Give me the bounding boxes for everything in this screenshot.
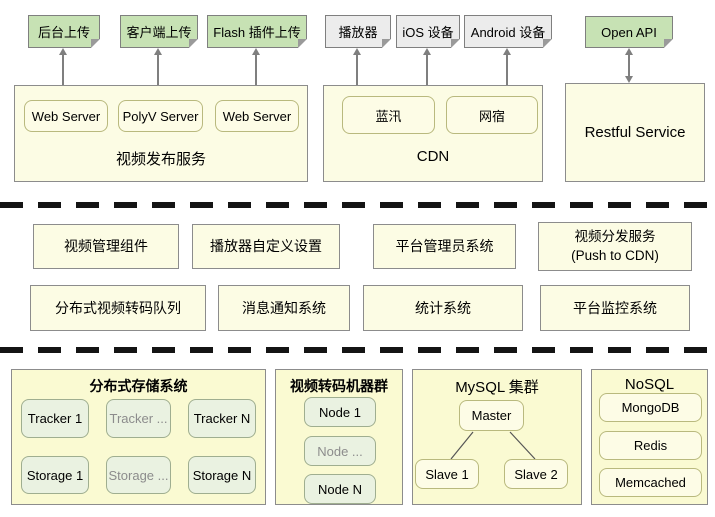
node-player: 播放器 [325, 15, 391, 48]
node-storage-ellipsis: Storage ... [106, 456, 171, 494]
node-label: iOS 设备 [402, 25, 454, 40]
node-mysql-master: Master [459, 400, 524, 431]
group-title: 分布式存储系统 [89, 378, 188, 394]
node-open-api: Open API [585, 16, 673, 48]
node-polyv-server: PolyV Server [118, 100, 203, 132]
node-flash-plugin-upload: Flash 插件上传 [207, 15, 307, 48]
node-tracker-n: Tracker N [188, 399, 256, 438]
note-fold-corner [664, 39, 673, 48]
group-video-publish-service: Web Server PolyV Server Web Server 视频发布服… [14, 85, 308, 182]
double-arrow-icon [624, 48, 634, 83]
node-cdn-wangsu: 网宿 [446, 96, 538, 134]
node-storage-n: Storage N [188, 456, 256, 494]
node-mysql-slave-2: Slave 2 [504, 459, 568, 489]
node-transcode-node-n: Node N [304, 474, 376, 504]
node-web-server-2: Web Server [215, 100, 299, 132]
group-title: NoSQL [624, 376, 675, 393]
group-title: 视频发布服务 [115, 151, 206, 168]
node-label: 视频管理组件 [64, 238, 148, 255]
node-sublabel: (Push to CDN) [571, 247, 659, 263]
node-statistics-system: 统计系统 [363, 285, 523, 331]
group-nosql: NoSQL MongoDB Redis Memcached [591, 369, 708, 505]
group-title: MySQL 集群 [455, 379, 539, 396]
node-storage-1: Storage 1 [21, 456, 89, 494]
node-label: 平台管理员系统 [395, 238, 494, 255]
dashed-separator-top [0, 202, 715, 208]
node-redis: Redis [599, 431, 702, 460]
node-platform-admin-system: 平台管理员系统 [373, 224, 516, 269]
node-label: Flash 插件上传 [213, 25, 301, 40]
node-web-server-1: Web Server [24, 100, 108, 132]
group-title: 视频转码机器群 [290, 378, 388, 394]
node-distributed-transcode-queue: 分布式视频转码队列 [30, 285, 206, 331]
group-mysql-cluster: MySQL 集群 Master Slave 1 Slave 2 [412, 369, 582, 505]
note-fold-corner [298, 39, 307, 48]
node-label: 平台监控系统 [573, 299, 657, 316]
node-memcached: Memcached [599, 468, 702, 497]
node-mongodb: MongoDB [599, 393, 702, 422]
group-transcode-cluster: 视频转码机器群 Node 1 Node ... Node N [275, 369, 403, 505]
group-cdn: 蓝汛 网宿 CDN [323, 85, 543, 182]
note-fold-corner [451, 39, 460, 48]
note-fold-corner [189, 39, 198, 48]
group-title: CDN [416, 148, 450, 165]
note-fold-corner [91, 39, 100, 48]
node-tracker-ellipsis: Tracker ... [106, 399, 171, 438]
node-ios-device: iOS 设备 [396, 15, 460, 48]
node-message-notification-system: 消息通知系统 [218, 285, 350, 331]
node-cdn-lanxun: 蓝汛 [342, 96, 435, 134]
node-label: 后台上传 [37, 25, 90, 40]
node-label: Android 设备 [470, 25, 546, 40]
node-video-management: 视频管理组件 [33, 224, 179, 269]
note-fold-corner [382, 39, 391, 48]
dashed-separator-bottom [0, 347, 715, 353]
group-distributed-storage: 分布式存储系统 Tracker 1 Tracker ... Tracker N … [11, 369, 266, 505]
node-android-device: Android 设备 [464, 15, 552, 48]
node-restful-service: Restful Service [565, 83, 705, 182]
node-label: 客户端上传 [126, 25, 192, 40]
node-client-upload: 客户端上传 [120, 15, 198, 48]
node-backend-upload: 后台上传 [28, 15, 100, 48]
node-label: 播放器 [338, 25, 378, 40]
node-transcode-node-ellipsis: Node ... [304, 436, 376, 466]
node-label: 统计系统 [415, 299, 471, 316]
node-label: Restful Service [584, 124, 686, 141]
node-label: 视频分发服务 [574, 229, 656, 245]
node-label: 分布式视频转码队列 [55, 299, 181, 316]
node-video-distribution-service: 视频分发服务 (Push to CDN) [538, 222, 692, 271]
node-label: 播放器自定义设置 [210, 238, 322, 255]
node-tracker-1: Tracker 1 [21, 399, 89, 438]
node-transcode-node-1: Node 1 [304, 397, 376, 427]
node-mysql-slave-1: Slave 1 [415, 459, 479, 489]
note-fold-corner [543, 39, 552, 48]
node-label: Open API [601, 24, 657, 40]
node-player-custom-settings: 播放器自定义设置 [192, 224, 340, 269]
node-label: 消息通知系统 [242, 299, 326, 316]
node-platform-monitoring-system: 平台监控系统 [540, 285, 690, 331]
